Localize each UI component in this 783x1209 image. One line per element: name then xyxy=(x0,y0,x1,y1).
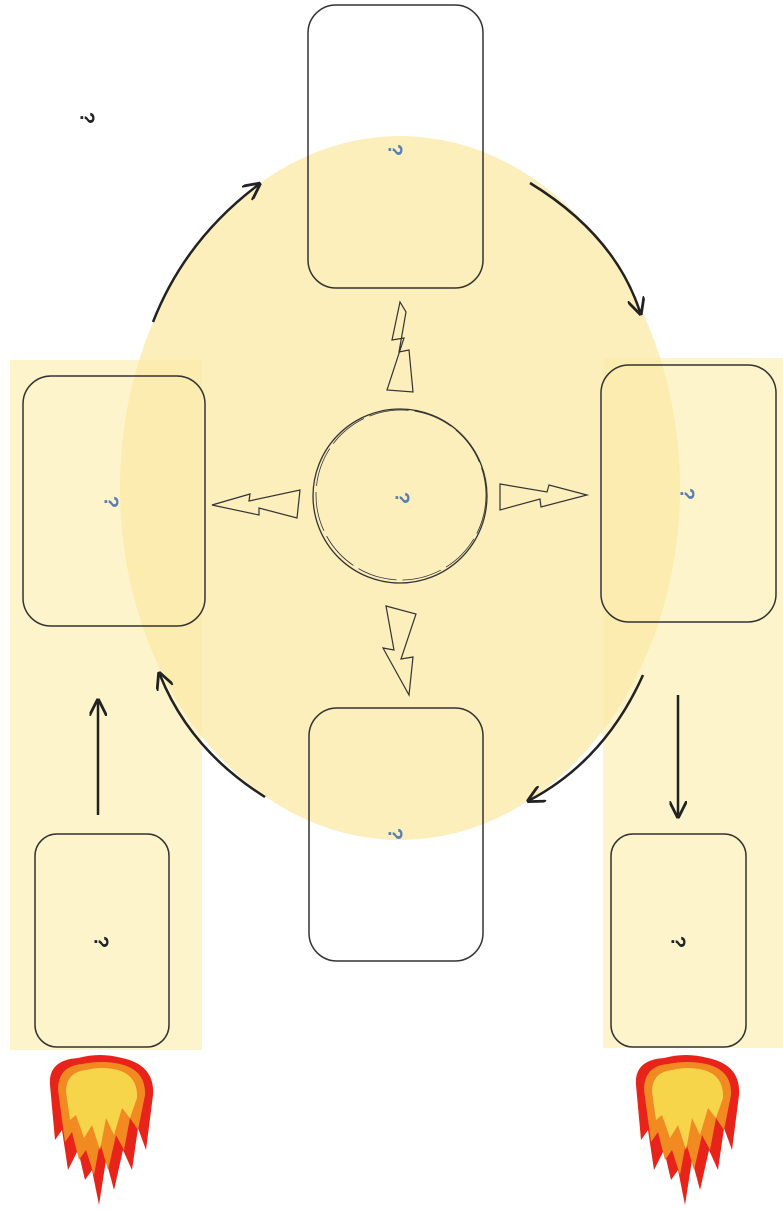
lightning-bolt-icon xyxy=(499,483,590,511)
bottom-box-label: ? xyxy=(384,828,406,840)
cycle-arrow-bottom-to-left xyxy=(160,675,266,799)
cycle-arrow-top-to-right xyxy=(529,181,640,312)
center-circle xyxy=(312,408,488,584)
center-circle-label: ? xyxy=(391,492,413,504)
bottom-box xyxy=(308,707,484,962)
bottom-left-box xyxy=(34,833,170,1048)
top-box-label: ? xyxy=(384,144,406,156)
cycle-arrow-right-to-bottom xyxy=(530,674,645,800)
lightning-bolt-icon xyxy=(386,300,414,393)
left-box-label: ? xyxy=(100,496,122,508)
bottom-right-box-label: ? xyxy=(667,936,689,948)
right-box-label: ? xyxy=(676,488,698,500)
left-box xyxy=(22,375,206,627)
cycle-glow xyxy=(120,136,680,840)
bottom-right-box xyxy=(610,833,747,1048)
flame-icon xyxy=(49,1055,154,1205)
lightning-bolt-icon xyxy=(211,489,301,519)
top-box xyxy=(307,4,484,289)
corner-label: ? xyxy=(76,112,98,124)
cycle-arrow-left-to-top xyxy=(151,185,258,323)
flame-icon xyxy=(635,1055,740,1205)
right-box xyxy=(600,364,777,623)
lightning-bolt-icon xyxy=(381,605,417,697)
bottom-left-box-label: ? xyxy=(90,936,112,948)
